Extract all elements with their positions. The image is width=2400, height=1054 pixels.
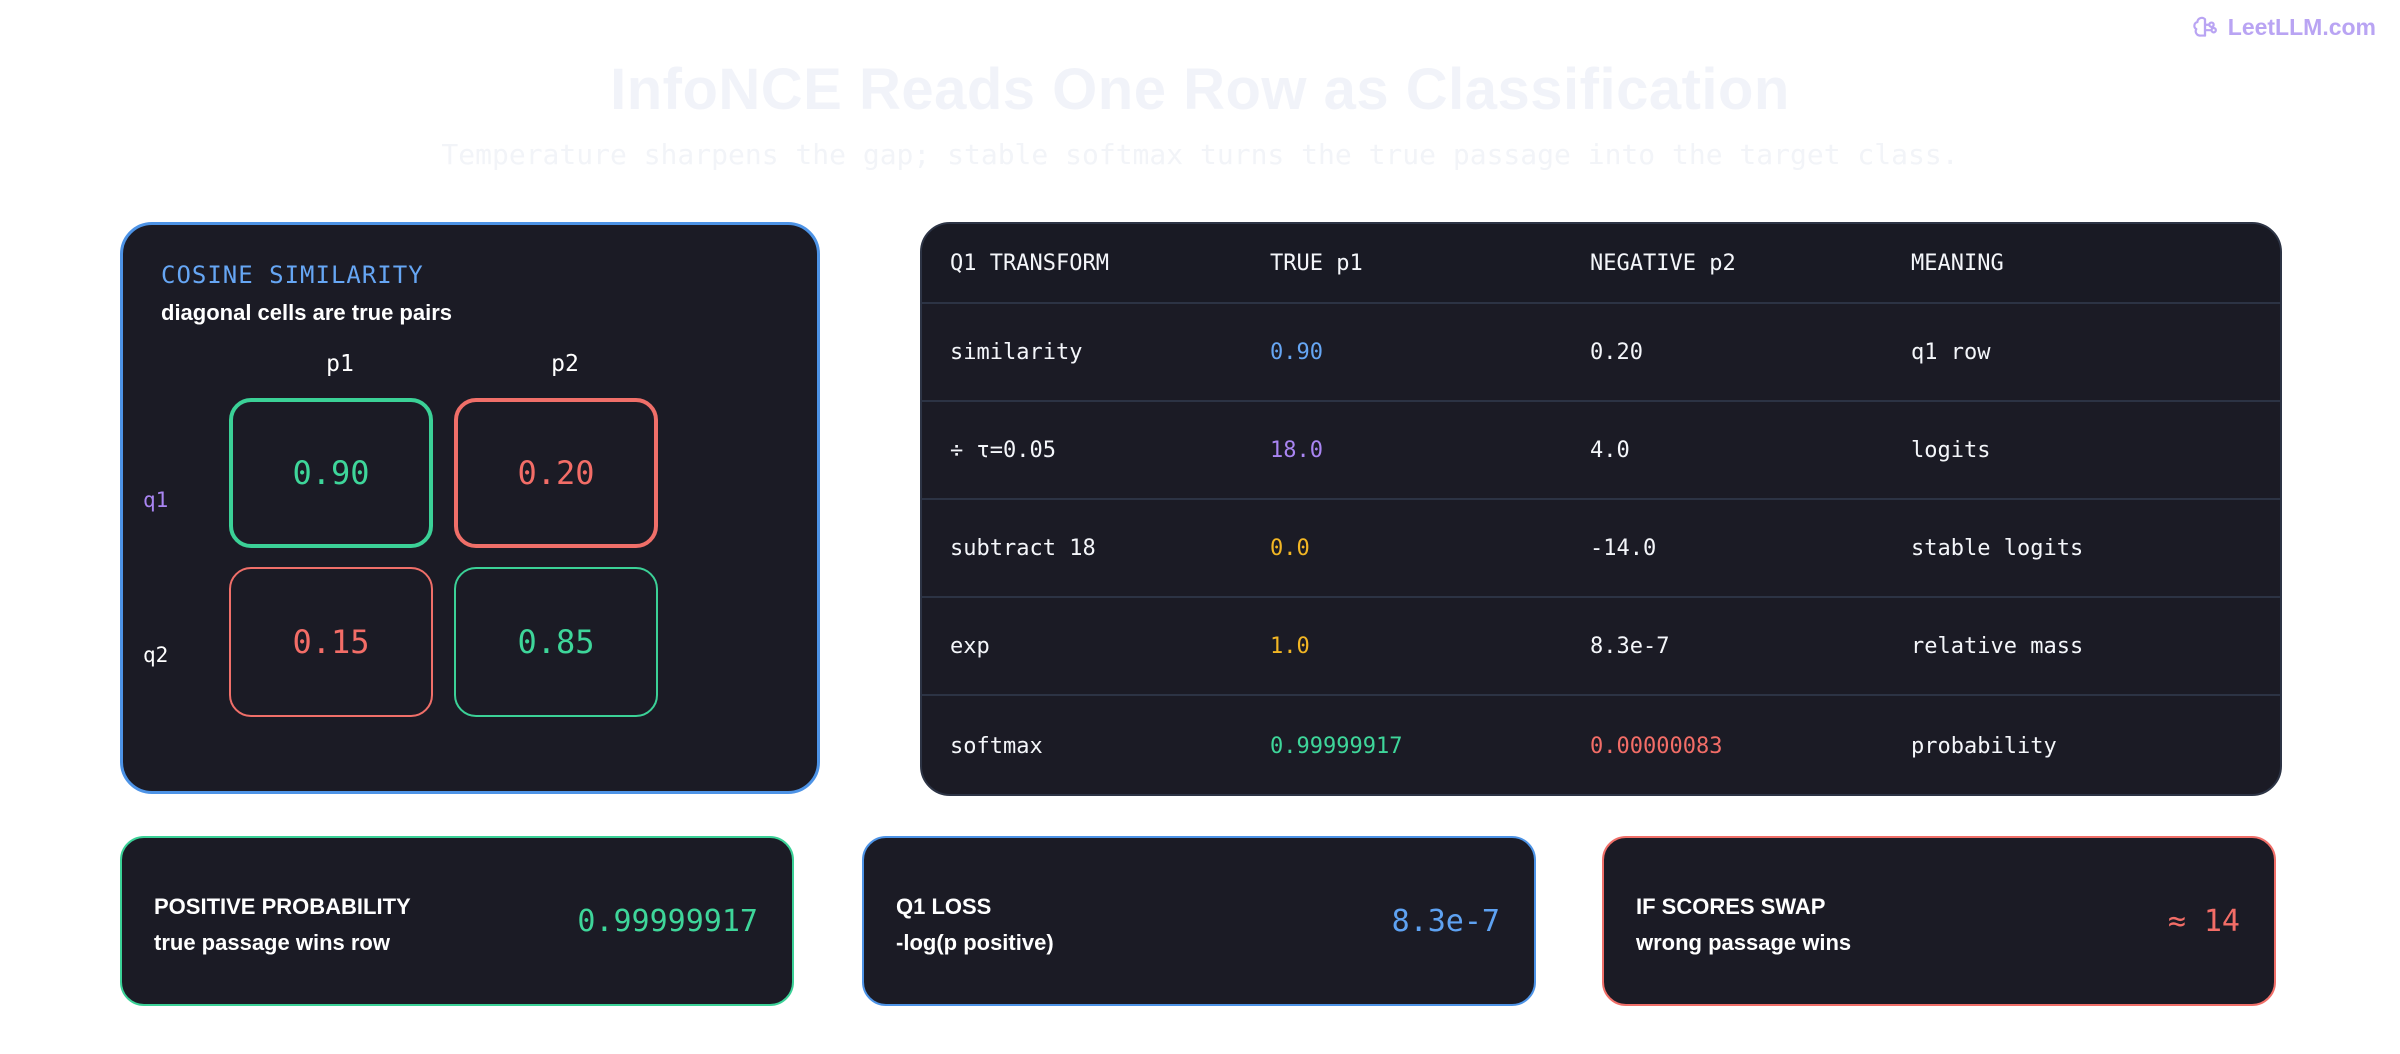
- table-row: subtract 18 0.0 -14.0 stable logits: [922, 500, 2280, 598]
- table-cell-meaning: q1 row: [1911, 339, 1991, 365]
- table-cell-meaning: probability: [1911, 733, 2057, 759]
- card-label: IF SCORES SWAP: [1636, 894, 1826, 919]
- table-row: similarity 0.90 0.20 q1 row: [922, 304, 2280, 402]
- table-cell-transform: exp: [950, 633, 990, 659]
- similarity-cell-q2-p1: 0.15: [229, 567, 433, 717]
- table-header-true: TRUE p1: [1270, 250, 1363, 276]
- table-cell-true: 0.0: [1270, 535, 1310, 561]
- card-label: POSITIVE PROBABILITY: [154, 894, 411, 919]
- similarity-cell-q1-p1: 0.90: [229, 398, 433, 548]
- card-subtitle: true passage wins row: [154, 930, 390, 955]
- page-title: InfoNCE Reads One Row as Classification: [610, 57, 1790, 122]
- row-label-q1: q1: [143, 488, 169, 512]
- similarity-cell-q2-p2: 0.85: [454, 567, 658, 717]
- cosine-similarity-panel: COSINE SIMILARITY diagonal cells are tru…: [120, 222, 820, 794]
- table-header-row: Q1 TRANSFORM TRUE p1 NEGATIVE p2 MEANING: [922, 224, 2280, 304]
- similarity-kicker: COSINE SIMILARITY: [161, 261, 424, 289]
- table-cell-meaning: logits: [1911, 437, 1991, 463]
- brand-logo[interactable]: LeetLLM.com: [2192, 14, 2376, 41]
- similarity-subtitle: diagonal cells are true pairs: [161, 300, 453, 325]
- scores-swap-card: IF SCORES SWAP wrong passage wins ≈ 14: [1602, 836, 2276, 1006]
- card-value: 8.3e-7: [1391, 903, 1500, 939]
- table-cell-true: 0.99999917: [1270, 733, 1403, 759]
- table-cell-transform: similarity: [950, 339, 1083, 365]
- table-cell-transform: subtract 18: [950, 535, 1096, 561]
- column-label-p1: p1: [326, 351, 354, 377]
- table-cell-true: 0.90: [1270, 339, 1323, 365]
- table-cell-true: 1.0: [1270, 633, 1310, 659]
- q1-transform-table: Q1 TRANSFORM TRUE p1 NEGATIVE p2 MEANING…: [920, 222, 2282, 796]
- table-cell-transform: softmax: [950, 733, 1043, 759]
- card-value: ≈ 14: [2167, 903, 2240, 939]
- card-subtitle: -log(p positive): [896, 930, 1054, 955]
- table-row: softmax 0.99999917 0.00000083 probabilit…: [922, 696, 2280, 794]
- table-cell-negative: 8.3e-7: [1590, 633, 1670, 659]
- table-cell-negative: -14.0: [1590, 535, 1657, 561]
- table-cell-true: 18.0: [1270, 437, 1323, 463]
- table-cell-negative: 0.20: [1590, 339, 1643, 365]
- similarity-cell-q1-p2: 0.20: [454, 398, 658, 548]
- row-label-q2: q2: [143, 643, 169, 667]
- card-value: 0.99999917: [577, 903, 758, 939]
- table-row: ÷ τ=0.05 18.0 4.0 logits: [922, 402, 2280, 500]
- card-label: Q1 LOSS: [896, 894, 992, 919]
- table-cell-transform: ÷ τ=0.05: [950, 437, 1056, 463]
- table-header-transform: Q1 TRANSFORM: [950, 250, 1109, 276]
- table-cell-negative: 4.0: [1590, 437, 1630, 463]
- table-cell-meaning: stable logits: [1911, 535, 2084, 561]
- card-subtitle: wrong passage wins: [1636, 930, 1852, 955]
- table-header-meaning: MEANING: [1911, 250, 2004, 276]
- q1-loss-card: Q1 LOSS -log(p positive) 8.3e-7: [862, 836, 1536, 1006]
- table-row: exp 1.0 8.3e-7 relative mass: [922, 598, 2280, 696]
- table-header-negative: NEGATIVE p2: [1590, 250, 1736, 276]
- brain-icon: [2193, 16, 2217, 37]
- positive-probability-card: POSITIVE PROBABILITY true passage wins r…: [120, 836, 794, 1006]
- column-label-p2: p2: [551, 351, 579, 377]
- page-subtitle: Temperature sharpens the gap; stable sof…: [441, 138, 1959, 171]
- brand-name: LeetLLM.com: [2227, 14, 2376, 40]
- table-cell-meaning: relative mass: [1911, 633, 2084, 659]
- table-cell-negative: 0.00000083: [1590, 733, 1723, 759]
